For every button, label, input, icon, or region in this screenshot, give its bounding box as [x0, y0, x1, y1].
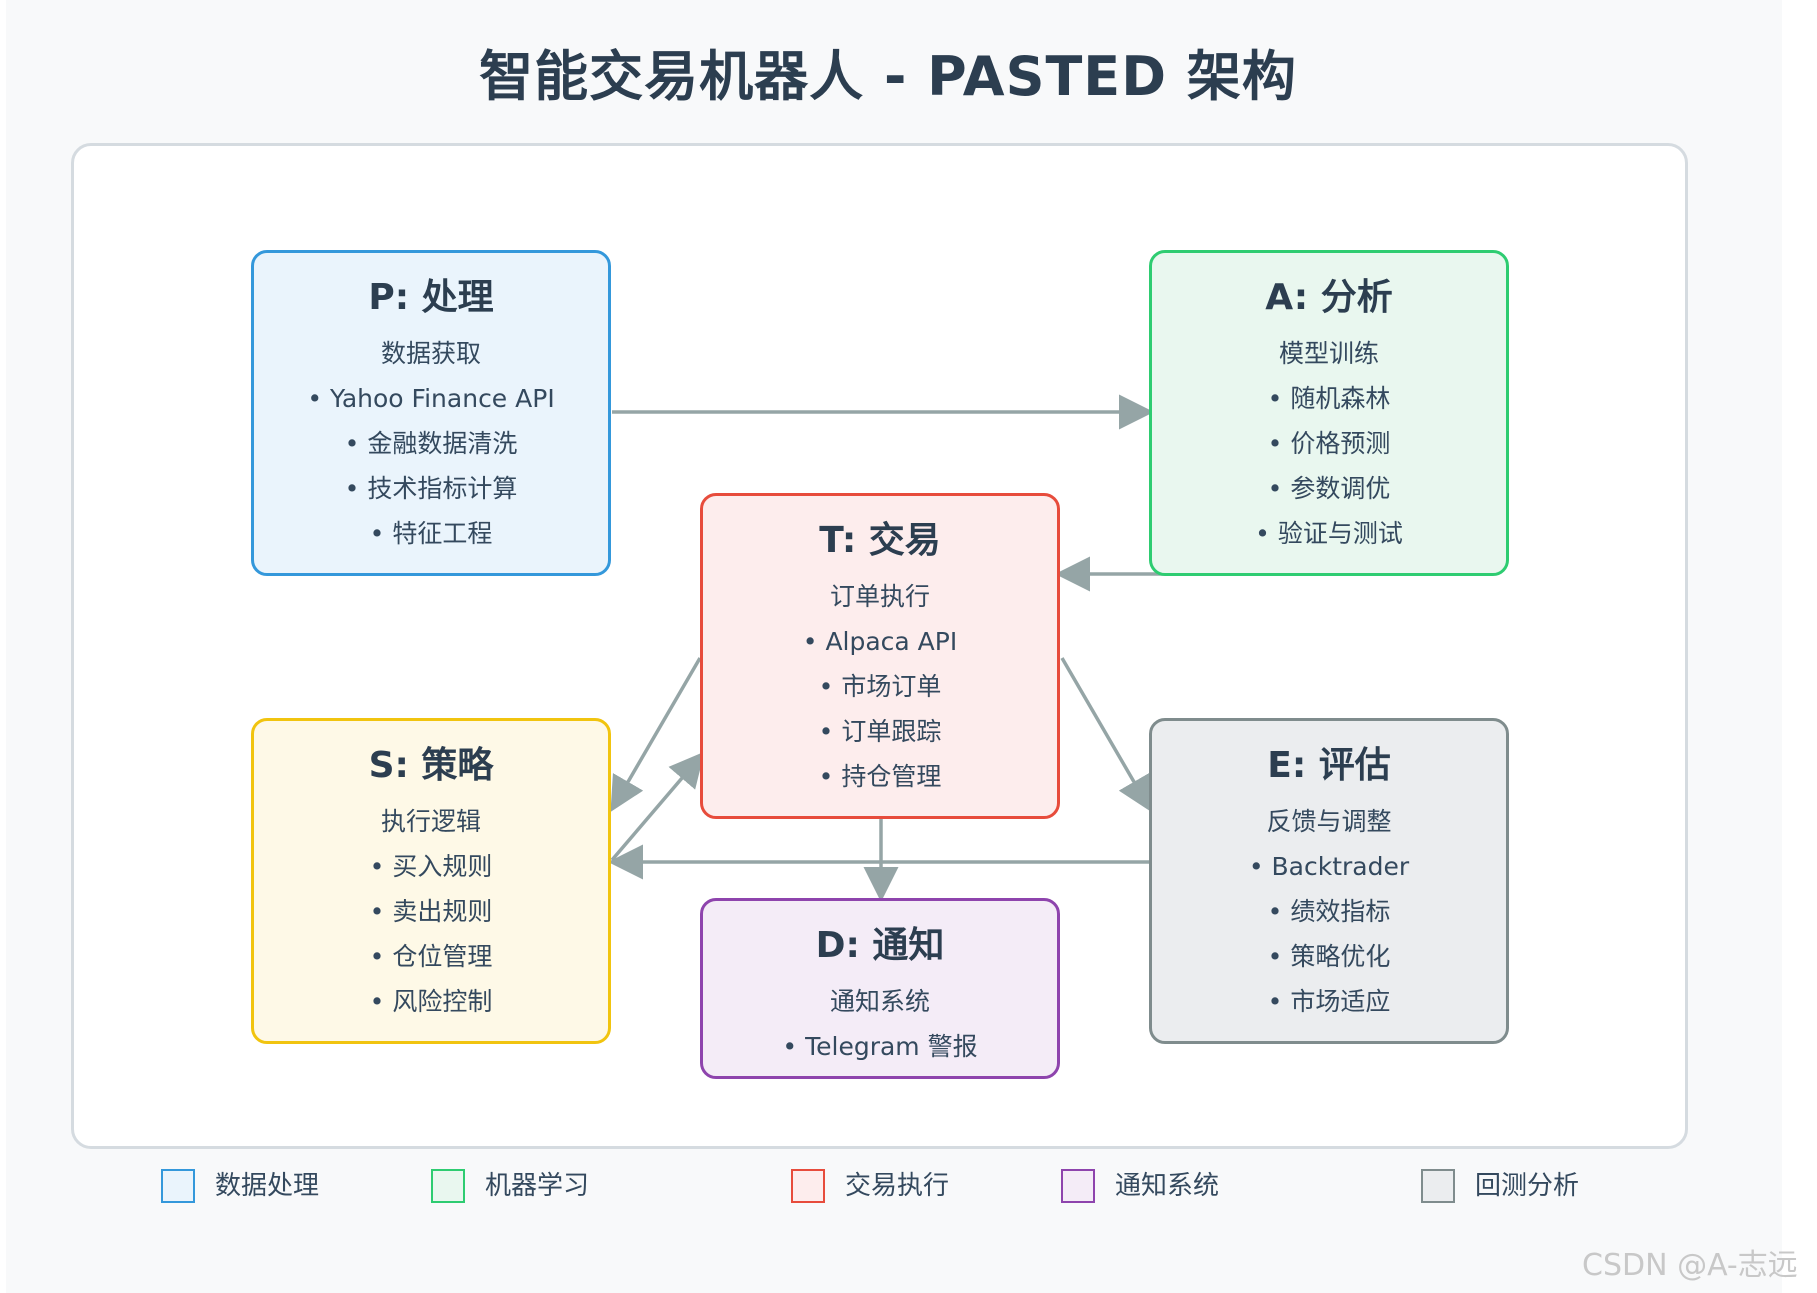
legend-swatch: [791, 1169, 825, 1203]
node-subtitle: 订单执行: [829, 582, 930, 611]
legend-label: 回测分析: [1475, 1171, 1580, 1201]
legend-swatch: [431, 1169, 465, 1203]
node-item: Backtrader: [1152, 844, 1506, 889]
node-item: Yahoo Finance API: [254, 376, 608, 421]
node-item-list: Backtrader 绩效指标 策略优化 市场适应: [1152, 844, 1506, 1024]
node-item: 风险控制: [254, 979, 608, 1024]
node-item: 金融数据清洗: [254, 421, 608, 466]
node-item: Alpaca API: [703, 619, 1057, 664]
legend-swatch: [161, 1169, 195, 1203]
legend-swatch: [1421, 1169, 1455, 1203]
node-item: 买入规则: [254, 844, 608, 889]
node-item: 市场适应: [1152, 979, 1506, 1024]
node-title: S: 策略: [368, 745, 494, 786]
node-item: 持仓管理: [703, 754, 1057, 799]
node-title: A: 分析: [1265, 277, 1393, 318]
arrow-t-to-e: [1060, 657, 1152, 813]
node-s-strategy: S: 策略 执行逻辑 买入规则 卖出规则 仓位管理 风险控制: [251, 718, 611, 1044]
node-item-list: 买入规则 卖出规则 仓位管理 风险控制: [254, 844, 608, 1024]
node-item: 绩效指标: [1152, 889, 1506, 934]
legend-swatch: [1061, 1169, 1095, 1203]
node-subtitle: 通知系统: [829, 987, 930, 1016]
node-item: 策略优化: [1152, 934, 1506, 979]
node-item: 市场订单: [703, 664, 1057, 709]
legend-label: 数据处理: [215, 1171, 320, 1201]
node-item: 仓位管理: [254, 934, 608, 979]
node-d-notification: D: 通知 通知系统 Telegram 警报: [700, 898, 1060, 1079]
arrow-t-to-s: [610, 657, 702, 813]
node-item: 随机森林: [1152, 376, 1506, 421]
watermark: CSDN @A-志远: [1582, 1248, 1798, 1283]
diagram-title: 智能交易机器人 - PASTED 架构: [479, 45, 1297, 108]
node-item-list: 随机森林 价格预测 参数调优 验证与测试: [1152, 376, 1506, 556]
legend-label: 通知系统: [1115, 1171, 1220, 1201]
node-title: T: 交易: [819, 520, 941, 561]
node-item: 价格预测: [1152, 421, 1506, 466]
node-item-list: Alpaca API 市场订单 订单跟踪 持仓管理: [703, 619, 1057, 799]
node-item: 卖出规则: [254, 889, 608, 934]
legend-label: 机器学习: [485, 1171, 590, 1201]
node-item: 参数调优: [1152, 466, 1506, 511]
node-subtitle: 反馈与调整: [1266, 807, 1392, 836]
node-item: 技术指标计算: [254, 466, 608, 511]
node-title: P: 处理: [368, 277, 494, 318]
node-subtitle: 执行逻辑: [380, 807, 481, 836]
node-subtitle: 模型训练: [1278, 339, 1379, 368]
node-title: E: 评估: [1267, 745, 1391, 786]
node-item: Telegram 警报: [703, 1024, 1057, 1069]
node-item: 验证与测试: [1152, 511, 1506, 556]
node-e-evaluation: E: 评估 反馈与调整 Backtrader 绩效指标 策略优化 市场适应: [1149, 718, 1509, 1044]
legend-label: 交易执行: [845, 1171, 950, 1201]
node-item-list: Yahoo Finance API 金融数据清洗 技术指标计算 特征工程: [254, 376, 608, 556]
node-t-trading: T: 交易 订单执行 Alpaca API 市场订单 订单跟踪 持仓管理: [700, 493, 1060, 819]
node-a-analysis: A: 分析 模型训练 随机森林 价格预测 参数调优 验证与测试: [1149, 250, 1509, 576]
node-item: 特征工程: [254, 511, 608, 556]
node-p-processing: P: 处理 数据获取 Yahoo Finance API 金融数据清洗 技术指标…: [251, 250, 611, 576]
node-item-list: Telegram 警报: [703, 1024, 1057, 1069]
arrow-s-to-t: [610, 751, 705, 862]
node-item: 订单跟踪: [703, 709, 1057, 754]
node-title: D: 通知: [815, 925, 945, 966]
node-subtitle: 数据获取: [380, 339, 481, 368]
